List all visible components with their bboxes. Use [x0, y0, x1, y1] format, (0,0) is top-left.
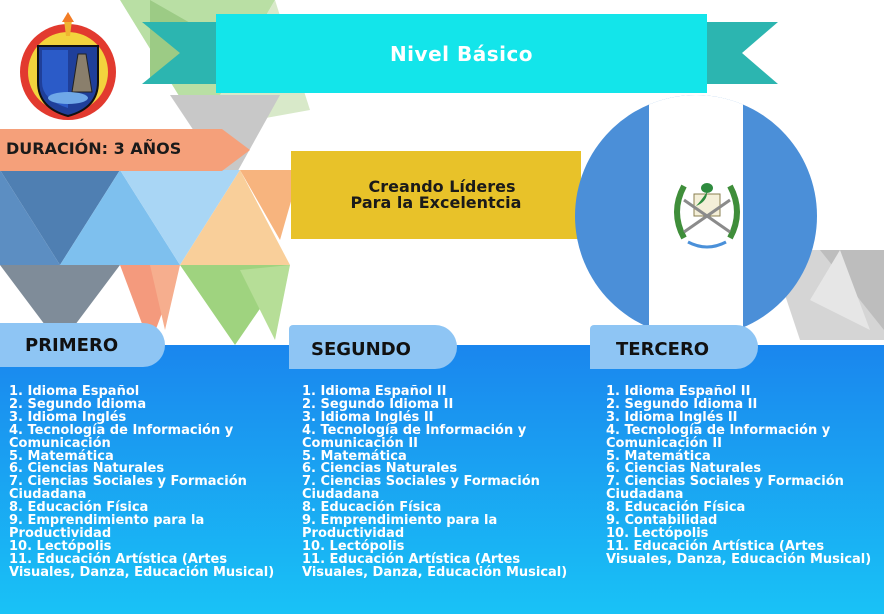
- subjects-panel: [0, 345, 884, 614]
- school-crest-icon: [12, 12, 124, 124]
- subject-line: 5. Matemática: [9, 448, 114, 464]
- subject-line: 11. Educación Artística (Artes: [9, 551, 228, 567]
- subject-line: 8. Educación Física: [302, 500, 442, 516]
- subjects-primero: 1. Idioma Español 2. Segundo Idioma 3. I…: [9, 384, 275, 580]
- subject-line: Productividad: [302, 525, 405, 541]
- subject-line: 8. Educación Física: [606, 500, 746, 516]
- tab-tercero: TERCERO: [590, 325, 758, 369]
- tab-primero: PRIMERO: [0, 323, 165, 367]
- subject-line: 6. Ciencias Naturales: [302, 461, 458, 477]
- subject-line: 3. Idioma Inglés II: [302, 409, 434, 425]
- subject-line: 8. Educación Física: [9, 500, 149, 516]
- subject-line: 4. Tecnología de Información y: [9, 422, 234, 438]
- subject-line: 11. Educación Artística (Artes: [606, 538, 825, 554]
- subject-line: Comunicación: [9, 435, 111, 451]
- duration-label: DURACIÓN: 3 AÑOS: [6, 139, 182, 158]
- subject-line: Visuales, Danza, Educación Musical): [9, 564, 275, 580]
- subject-line: Productividad: [9, 525, 112, 541]
- subject-line: 2. Segundo Idioma II: [606, 396, 758, 412]
- subject-line: 5. Matemática: [606, 448, 711, 464]
- guatemala-coat-of-arms-icon: [666, 172, 748, 256]
- column-title-primero: PRIMERO: [25, 335, 119, 356]
- subject-line: 3. Idioma Inglés: [9, 409, 127, 425]
- duration-arrow-shape: [0, 129, 250, 171]
- subject-line: 11. Educación Artística (Artes: [302, 551, 521, 567]
- subject-line: Ciudadana: [606, 487, 684, 503]
- subject-line: Visuales, Danza, Educación Musical): [606, 551, 872, 567]
- subject-line: 10. Lectópolis: [606, 525, 709, 541]
- page-title: Nivel Básico: [389, 41, 534, 66]
- column-title-tercero: TERCERO: [616, 339, 710, 360]
- subject-line: 10. Lectópolis: [302, 538, 405, 554]
- subject-line: 4. Tecnología de Información y: [302, 422, 527, 438]
- subject-line: 7. Ciencias Sociales y Formación: [606, 474, 844, 490]
- motto-box: Creando Líderes Para la Excelentcia: [291, 151, 581, 239]
- tab-segundo: SEGUNDO: [289, 325, 457, 369]
- duration-banner: DURACIÓN: 3 AÑOS: [0, 129, 250, 171]
- subject-line: 6. Ciencias Naturales: [606, 461, 762, 477]
- subject-line: Ciudadana: [302, 487, 380, 503]
- subject-line: 6. Ciencias Naturales: [9, 461, 165, 477]
- subjects-segundo: 1. Idioma Español II 2. Segundo Idioma I…: [302, 384, 568, 580]
- subject-line: 9. Contabilidad: [606, 513, 718, 529]
- subject-line: 5. Matemática: [302, 448, 407, 464]
- subject-line: 10. Lectópolis: [9, 538, 112, 554]
- subject-line: 1. Idioma Español II: [606, 384, 751, 399]
- subject-line: 1. Idioma Español II: [302, 384, 447, 399]
- subject-line: 4. Tecnología de Información y: [606, 422, 831, 438]
- title-banner: Nivel Básico: [216, 14, 707, 93]
- subject-line: 2. Segundo Idioma II: [302, 396, 454, 412]
- motto-line-1: Creando Líderes: [368, 177, 516, 196]
- subject-line: Comunicación II: [302, 435, 419, 451]
- subject-line: 9. Emprendimiento para la: [302, 513, 498, 529]
- motto-line-2: Para la Excelentcia: [350, 193, 522, 212]
- subject-line: 3. Idioma Inglés II: [606, 409, 738, 425]
- column-title-segundo: SEGUNDO: [311, 339, 411, 360]
- subjects-tercero: 1. Idioma Español II 2. Segundo Idioma I…: [606, 384, 872, 567]
- subject-line: Ciudadana: [9, 487, 87, 503]
- subject-line: 9. Emprendimiento para la: [9, 513, 205, 529]
- subject-line: Visuales, Danza, Educación Musical): [302, 564, 568, 580]
- subject-line: 7. Ciencias Sociales y Formación: [9, 474, 247, 490]
- subject-line: 7. Ciencias Sociales y Formación: [302, 474, 540, 490]
- subject-line: Comunicación II: [606, 435, 723, 451]
- subject-line: 2. Segundo Idioma: [9, 396, 147, 412]
- subject-line: 1. Idioma Español: [9, 384, 140, 399]
